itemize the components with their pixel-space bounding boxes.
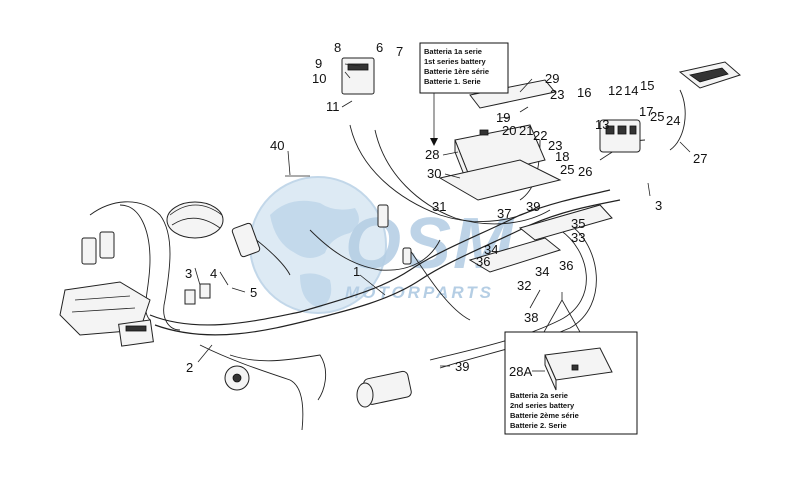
callout-38: 38 bbox=[524, 310, 538, 325]
callout-35: 35 bbox=[571, 216, 585, 231]
callout-28a: 28A bbox=[509, 364, 532, 379]
battery-1-line-3: Batterie 1ère série bbox=[424, 67, 489, 76]
watermark-brand: OSM bbox=[345, 204, 515, 284]
callout-36: 36 bbox=[476, 254, 490, 269]
callout-3: 3 bbox=[655, 198, 662, 213]
coil-40 bbox=[231, 175, 310, 258]
callout-31: 31 bbox=[432, 199, 446, 214]
watermark-tagline: MOTORPARTS bbox=[345, 283, 494, 302]
callout-30: 30 bbox=[427, 166, 441, 181]
callout-29: 29 bbox=[545, 71, 559, 86]
arrow-head-icon bbox=[430, 138, 438, 146]
callout-12: 12 bbox=[608, 83, 622, 98]
horn-part bbox=[224, 365, 250, 391]
callout-40: 40 bbox=[270, 138, 284, 153]
callout-37: 37 bbox=[497, 206, 511, 221]
callout-11: 11 bbox=[326, 99, 340, 114]
battery-strap-29 bbox=[469, 79, 556, 109]
callout-7: 7 bbox=[396, 44, 403, 59]
callout-33: 33 bbox=[571, 230, 585, 245]
battery-2-line-4: Batterie 2. Serie bbox=[510, 421, 567, 430]
callout-23: 23 bbox=[550, 87, 564, 102]
callout-28: 28 bbox=[425, 147, 439, 162]
callout-18: 18 bbox=[555, 149, 569, 164]
callout-9: 9 bbox=[315, 56, 322, 71]
callout-39: 39 bbox=[526, 199, 540, 214]
frame-bracket bbox=[468, 204, 613, 273]
callout-24: 24 bbox=[666, 113, 680, 128]
callout-17: 17 bbox=[639, 104, 653, 119]
callout-25: 25 bbox=[650, 109, 664, 124]
callout-3: 3 bbox=[185, 266, 192, 281]
relay-block bbox=[118, 319, 154, 347]
instrument-bracket bbox=[166, 201, 224, 239]
battery-label-box-1: Batteria 1a serie 1st series battery Bat… bbox=[419, 42, 509, 146]
watermark: OSM MOTORPARTS bbox=[249, 176, 515, 314]
callout-32: 32 bbox=[517, 278, 531, 293]
callouts: 1 2 3 3 4 5 6 7 8 9 10 11 12 13 14 15 16… bbox=[185, 40, 707, 379]
callout-20: 20 bbox=[502, 123, 516, 138]
battery-2-line-1: Batteria 2a serie bbox=[510, 391, 568, 400]
watermark-continents bbox=[270, 200, 359, 308]
callout-19: 19 bbox=[496, 110, 510, 125]
callout-39: 39 bbox=[455, 359, 469, 374]
callout-4: 4 bbox=[210, 266, 217, 281]
regulator-8 bbox=[341, 57, 375, 95]
plug-cap-37 bbox=[377, 204, 412, 265]
battery-2nd-series bbox=[544, 347, 613, 391]
callout-13: 13 bbox=[595, 117, 609, 132]
callout-2: 2 bbox=[186, 360, 193, 375]
callout-34: 34 bbox=[484, 242, 498, 257]
callout-36: 36 bbox=[559, 258, 573, 273]
battery-2-line-2: 2nd series battery bbox=[510, 401, 575, 410]
callout-1: 1 bbox=[353, 264, 360, 279]
battery-tray bbox=[438, 159, 562, 201]
fuse-relay-block bbox=[599, 119, 641, 153]
callout-34: 34 bbox=[535, 264, 549, 279]
callout-5: 5 bbox=[250, 285, 257, 300]
callout-6: 6 bbox=[376, 40, 383, 55]
battery-label-box-2: Batteria 2a serie 2nd series battery Bat… bbox=[504, 292, 638, 435]
callout-27: 27 bbox=[693, 151, 707, 166]
callout-16: 16 bbox=[577, 85, 591, 100]
callout-15: 15 bbox=[640, 78, 654, 93]
battery-1-line-4: Batterie 1. Serie bbox=[424, 77, 481, 86]
tail-light bbox=[678, 61, 741, 89]
callout-23: 23 bbox=[548, 138, 562, 153]
callout-14: 14 bbox=[624, 83, 638, 98]
connector-cluster-left bbox=[81, 231, 211, 305]
leader-lines bbox=[194, 63, 691, 367]
callout-21: 21 bbox=[519, 123, 533, 138]
callout-26: 26 bbox=[578, 164, 592, 179]
callout-25: 25 bbox=[560, 162, 574, 177]
callout-22: 22 bbox=[533, 128, 547, 143]
battery-2-line-3: Batterie 2ème série bbox=[510, 411, 579, 420]
battery-1-line-2: 1st series battery bbox=[424, 57, 487, 66]
starter-motor bbox=[356, 370, 412, 408]
battery-1-line-1: Batteria 1a serie bbox=[424, 47, 482, 56]
callout-8: 8 bbox=[334, 40, 341, 55]
callout-10: 10 bbox=[312, 71, 326, 86]
